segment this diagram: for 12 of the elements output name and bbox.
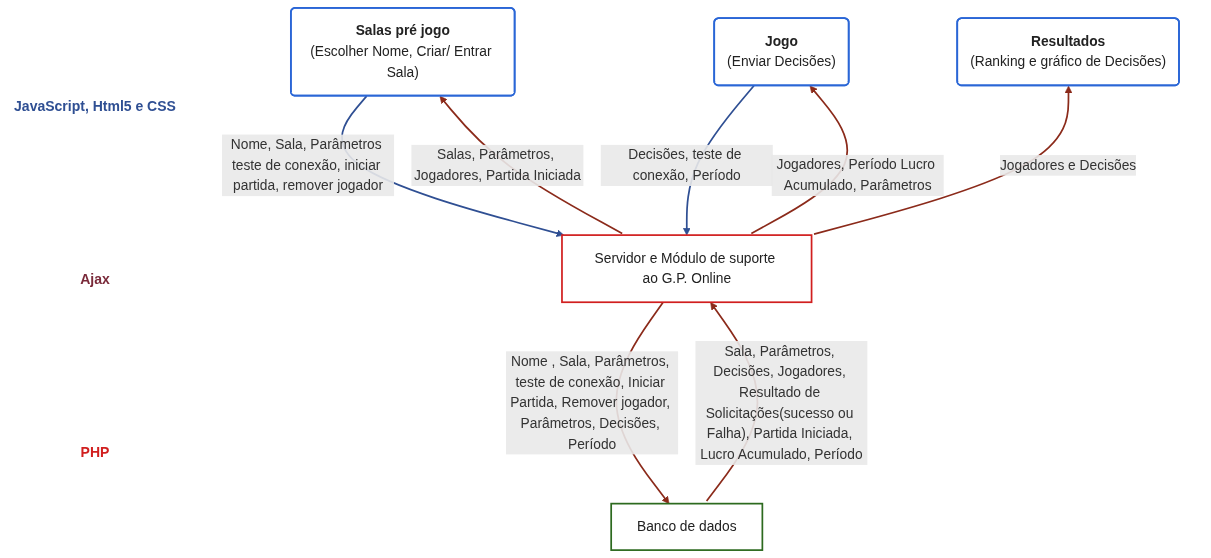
edge-label: Sala, Parâmetros, Decisões, Jogadores, Resultado de Solicitações(sucesso ou Falha), Partida Iniciada, Lucro Acumulado, Período: [700, 343, 863, 462]
edge-label: Decisões, teste de conexão, Período: [628, 147, 742, 183]
edge-label: Salas, Parâmetros, Jogadores, Partida Iniciada: [413, 147, 581, 183]
layer-label: JavaScript, Html5 e CSS: [13, 98, 177, 115]
node-box: Banco de dados: [610, 502, 764, 551]
layer-label: Ajax: [79, 271, 111, 287]
edge-label: Nome, Sala, Parâmetros teste de conexão, iniciar partida, remover jogador: [230, 136, 384, 193]
edge-label: Jogadores, Período Lucro Acumulado, Parâmetros: [776, 157, 936, 193]
edge-label: Jogadores e Decisões: [999, 157, 1137, 173]
node-box: Servidor e Módulo de suporte ao G.P. Online: [561, 234, 813, 304]
edge-label: Nome , Sala, Parâmetros, teste de conexão, Iniciar Partida, Remover jogador, Parâmetros, Decisões, Período: [510, 353, 671, 452]
layer-label: PHP: [79, 443, 111, 460]
